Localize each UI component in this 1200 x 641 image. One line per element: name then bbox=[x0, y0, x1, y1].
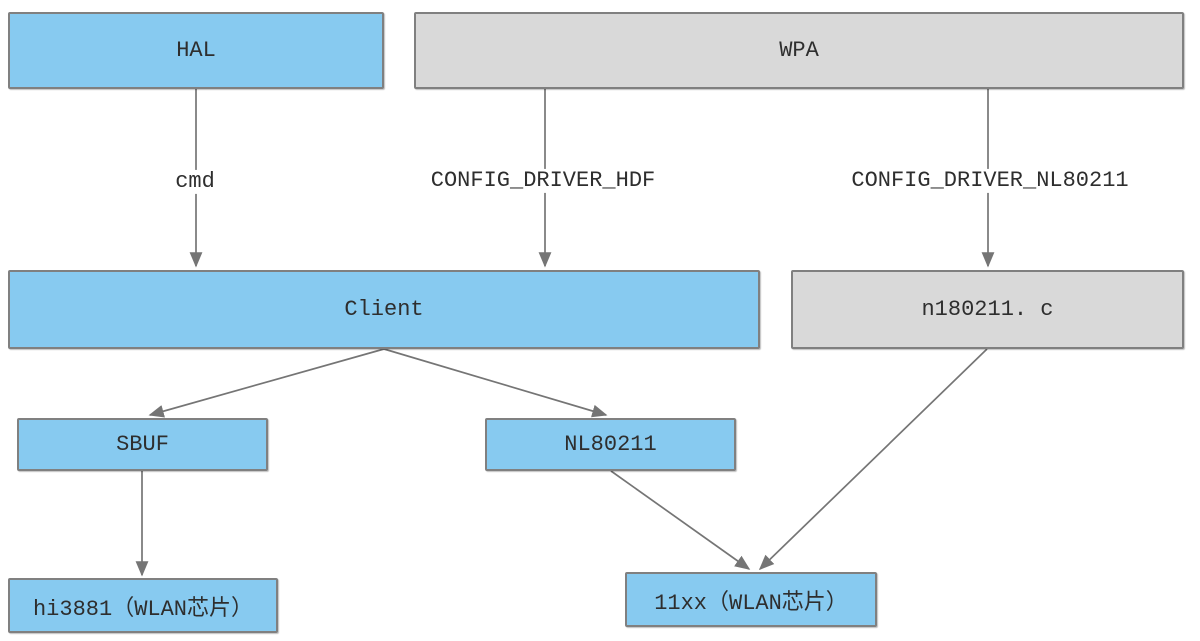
node-hal-label: HAL bbox=[176, 38, 216, 63]
node-wpa-label: WPA bbox=[779, 38, 819, 63]
node-sbuf: SBUF bbox=[17, 418, 268, 471]
edge-nl80211-to-11xx bbox=[610, 470, 751, 570]
node-nl80211-c-file-label: n180211. c bbox=[921, 297, 1054, 322]
node-nl80211: NL80211 bbox=[485, 418, 736, 471]
node-client-label: Client bbox=[344, 297, 424, 322]
edge-label-config-driver-hdf: CONFIG_DRIVER_HDF bbox=[426, 168, 660, 194]
node-nl80211-c-file: n180211. c bbox=[791, 270, 1184, 349]
edge-client-to-nl80211 bbox=[383, 348, 608, 418]
edge-label-config-driver-nl80211: CONFIG_DRIVER_NL80211 bbox=[847, 168, 1133, 194]
node-hi3881-wlan-chip-label: hi3881（WLAN芯片） bbox=[32, 596, 254, 622]
node-nl80211-label: NL80211 bbox=[564, 432, 657, 457]
node-11xx-wlan-chip: 11xx（WLAN芯片） bbox=[625, 572, 877, 627]
edge-label-cmd: cmd bbox=[171, 169, 219, 195]
node-hi3881-wlan-chip: hi3881（WLAN芯片） bbox=[8, 578, 278, 633]
edge-client-to-sbuf bbox=[148, 348, 385, 418]
node-11xx-wlan-chip-label: 11xx（WLAN芯片） bbox=[654, 590, 848, 616]
edge-nl80211c-to-11xx bbox=[758, 348, 988, 571]
node-sbuf-label: SBUF bbox=[116, 432, 169, 457]
node-hal: HAL bbox=[8, 12, 384, 89]
node-client: Client bbox=[8, 270, 760, 349]
node-wpa: WPA bbox=[414, 12, 1184, 89]
